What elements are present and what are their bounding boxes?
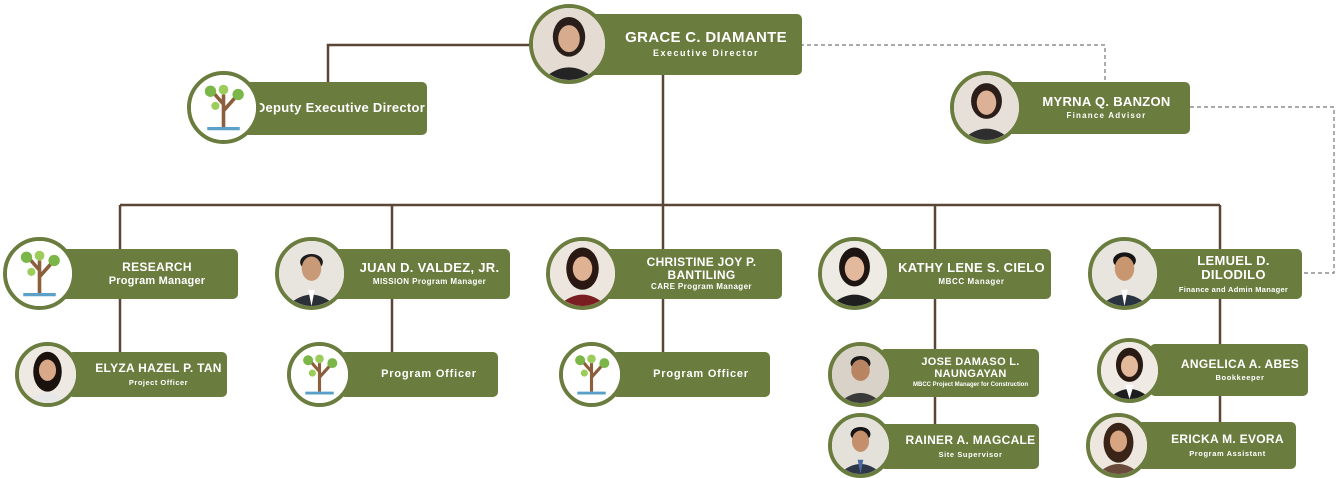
node-program-officer-mission: Program Officer (340, 352, 498, 397)
node-executive-director: GRACE C. DIAMANTE Executive Director (580, 14, 802, 75)
person-photo (529, 4, 609, 84)
node-role: Program Assistant (1189, 448, 1266, 458)
node-role: Project Officer (128, 377, 189, 387)
node-name: Program Officer (381, 367, 477, 380)
node-role: MBCC Manager (938, 277, 1005, 287)
node-name: Program Officer (653, 367, 749, 380)
person-photo (1088, 237, 1161, 310)
node-name: ELYZA HAZEL P. TAN (95, 361, 222, 376)
node-name: KATHY LENE S. CIELO (898, 259, 1045, 275)
node-care-program-manager: CHRISTINE JOY P. BANTILING CARE Program … (595, 249, 782, 299)
node-research-program-manager: RESEARCH Program Manager (52, 249, 238, 299)
tree-logo-icon (3, 237, 76, 310)
node-name: MYRNA Q. BANZON (1042, 93, 1171, 109)
person-photo (546, 237, 619, 310)
node-name: ANGELICA A. ABES (1180, 356, 1300, 371)
node-role: Bookkeeper (1215, 373, 1265, 383)
person-photo (275, 237, 348, 310)
node-role: MISSION Program Manager (372, 277, 487, 287)
node-role: CARE Program Manager (651, 282, 752, 292)
node-name: ERICKA M. EVORA (1171, 432, 1284, 447)
node-mission-program-manager: JUAN D. VALDEZ, JR. MISSION Program Mana… (323, 249, 510, 299)
person-photo (950, 71, 1023, 144)
tree-logo-icon (559, 342, 624, 407)
person-photo (818, 237, 891, 310)
dashed-finance-admin (1190, 106, 1335, 274)
dashed-director-finance (800, 44, 1106, 82)
node-name: GRACE C. DIAMANTE (625, 28, 787, 46)
node-name: CHRISTINE JOY P. BANTILING (646, 255, 757, 282)
person-photo (828, 413, 893, 478)
node-name: RESEARCH (122, 259, 192, 274)
node-role: Executive Director (652, 48, 760, 59)
person-photo (1097, 338, 1162, 403)
node-role: Site Supervisor (938, 449, 1003, 459)
node-program-assistant: ERICKA M. EVORA Program Assistant (1137, 422, 1296, 469)
node-finance-advisor: MYRNA Q. BANZON Finance Advisor (1005, 82, 1190, 134)
node-deputy-executive-director: Deputy Executive Director (232, 82, 427, 135)
node-program-officer-care: Program Officer (612, 352, 770, 397)
node-role: Finance Advisor (1066, 111, 1147, 121)
node-mbcc-project-manager: JOSE DAMASO L. NAUNGAYAN MBCC Project Ma… (880, 349, 1039, 397)
node-role: Program Manager (108, 275, 206, 288)
line-director-deputy (326, 43, 532, 82)
node-site-supervisor: RAINER A. MAGCALE Site Supervisor (880, 424, 1039, 469)
node-finance-admin-manager: LEMUEL D. DILODILO Finance and Admin Man… (1137, 249, 1302, 299)
person-photo (1086, 413, 1151, 478)
person-photo (15, 342, 80, 407)
node-name: JOSE DAMASO L. NAUNGAYAN (921, 356, 1020, 380)
node-name: Deputy Executive Director (255, 100, 426, 116)
person-photo (828, 342, 893, 407)
tree-logo-icon (287, 342, 352, 407)
node-name: LEMUEL D. DILODILO (1197, 253, 1270, 282)
node-name: RAINER A. MAGCALE (905, 433, 1036, 448)
node-project-officer-tan: ELYZA HAZEL P. TAN Project Officer (68, 352, 227, 397)
node-bookkeeper: ANGELICA A. ABES Bookkeeper (1150, 344, 1308, 396)
node-role: MBCC Project Manager for Construction (912, 382, 1028, 389)
node-mbcc-manager: KATHY LENE S. CIELO MBCC Manager (866, 249, 1051, 299)
tree-logo-icon (187, 71, 260, 144)
node-name: JUAN D. VALDEZ, JR. (359, 259, 500, 275)
node-role: Finance and Admin Manager (1178, 284, 1289, 294)
